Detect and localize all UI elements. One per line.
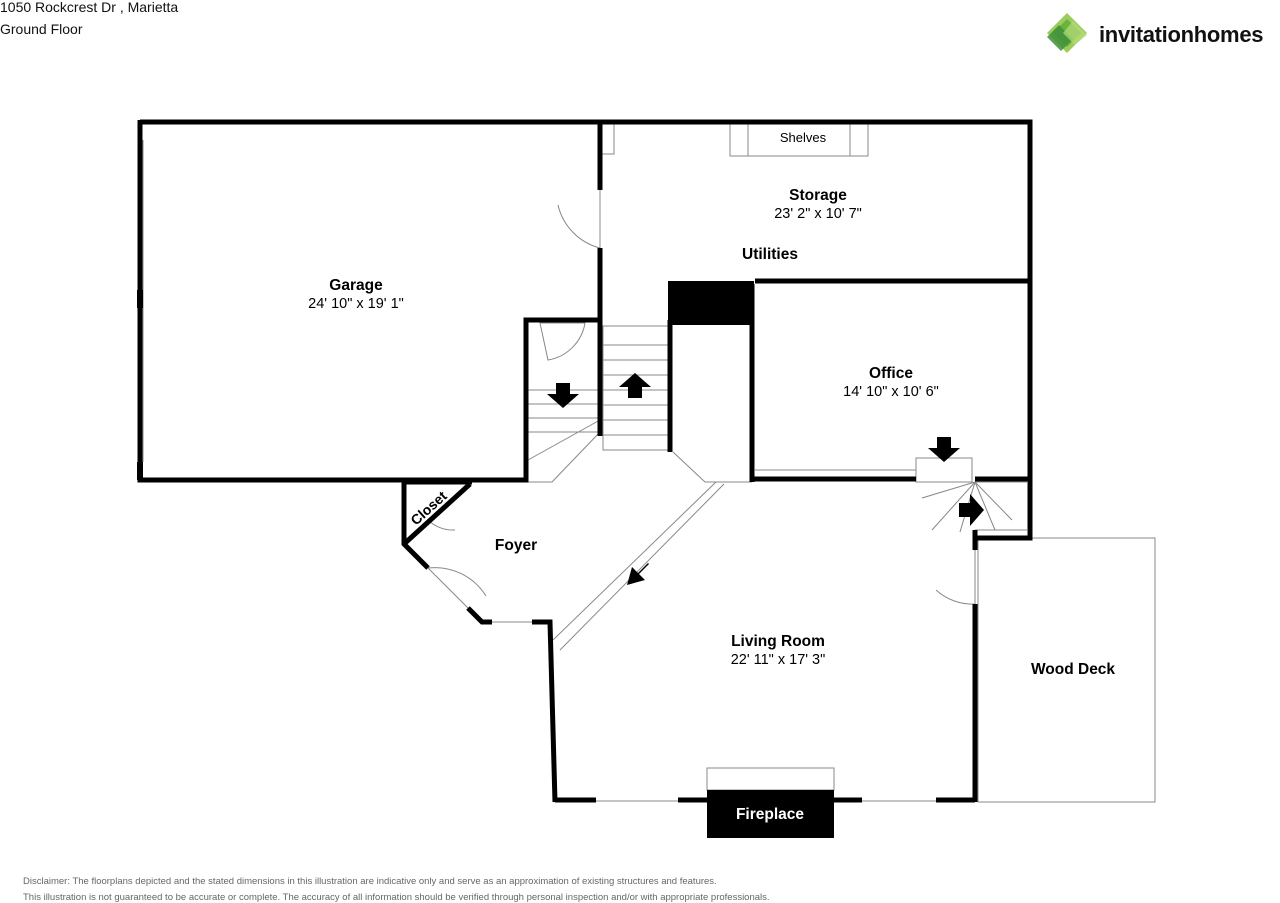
garage-dims: 24' 10" x 19' 1" (308, 296, 404, 312)
hall-arrow (627, 563, 649, 585)
brand-logo: invitationhomes (1043, 11, 1263, 59)
living-room-label: Living Room (731, 633, 825, 650)
disclaimer-line-2: This illustration is not guaranteed to b… (23, 892, 770, 903)
office-dims: 14' 10" x 10' 6" (843, 384, 939, 400)
fireplace (707, 790, 834, 838)
spiral-stairs-arrow (959, 494, 984, 526)
stairs-up-arrow (619, 373, 651, 398)
floor-label: Ground Floor (0, 21, 83, 37)
utility-block (668, 281, 754, 325)
stairs-down-arrow (547, 383, 579, 408)
storage-label: Storage (789, 187, 847, 204)
utilities-label: Utilities (742, 246, 798, 263)
disclaimer-line-1: Disclaimer: The floorplans depicted and … (23, 876, 717, 887)
foyer-label: Foyer (495, 537, 537, 554)
shelves-label: Shelves (780, 130, 827, 145)
brand-logo-icon (1047, 13, 1087, 53)
storage-dims: 23' 2" x 10' 7" (774, 206, 862, 222)
fireplace-label: Fireplace (736, 806, 804, 823)
office-stairs-down-arrow (928, 437, 960, 462)
property-address: 1050 Rockcrest Dr , Marietta (0, 0, 179, 15)
living-room-dims: 22' 11" x 17' 3" (731, 652, 826, 668)
garage-label: Garage (329, 277, 383, 294)
office-label: Office (869, 365, 913, 382)
wood-deck-label: Wood Deck (1031, 661, 1115, 678)
brand-name: invitationhomes (1099, 22, 1264, 47)
